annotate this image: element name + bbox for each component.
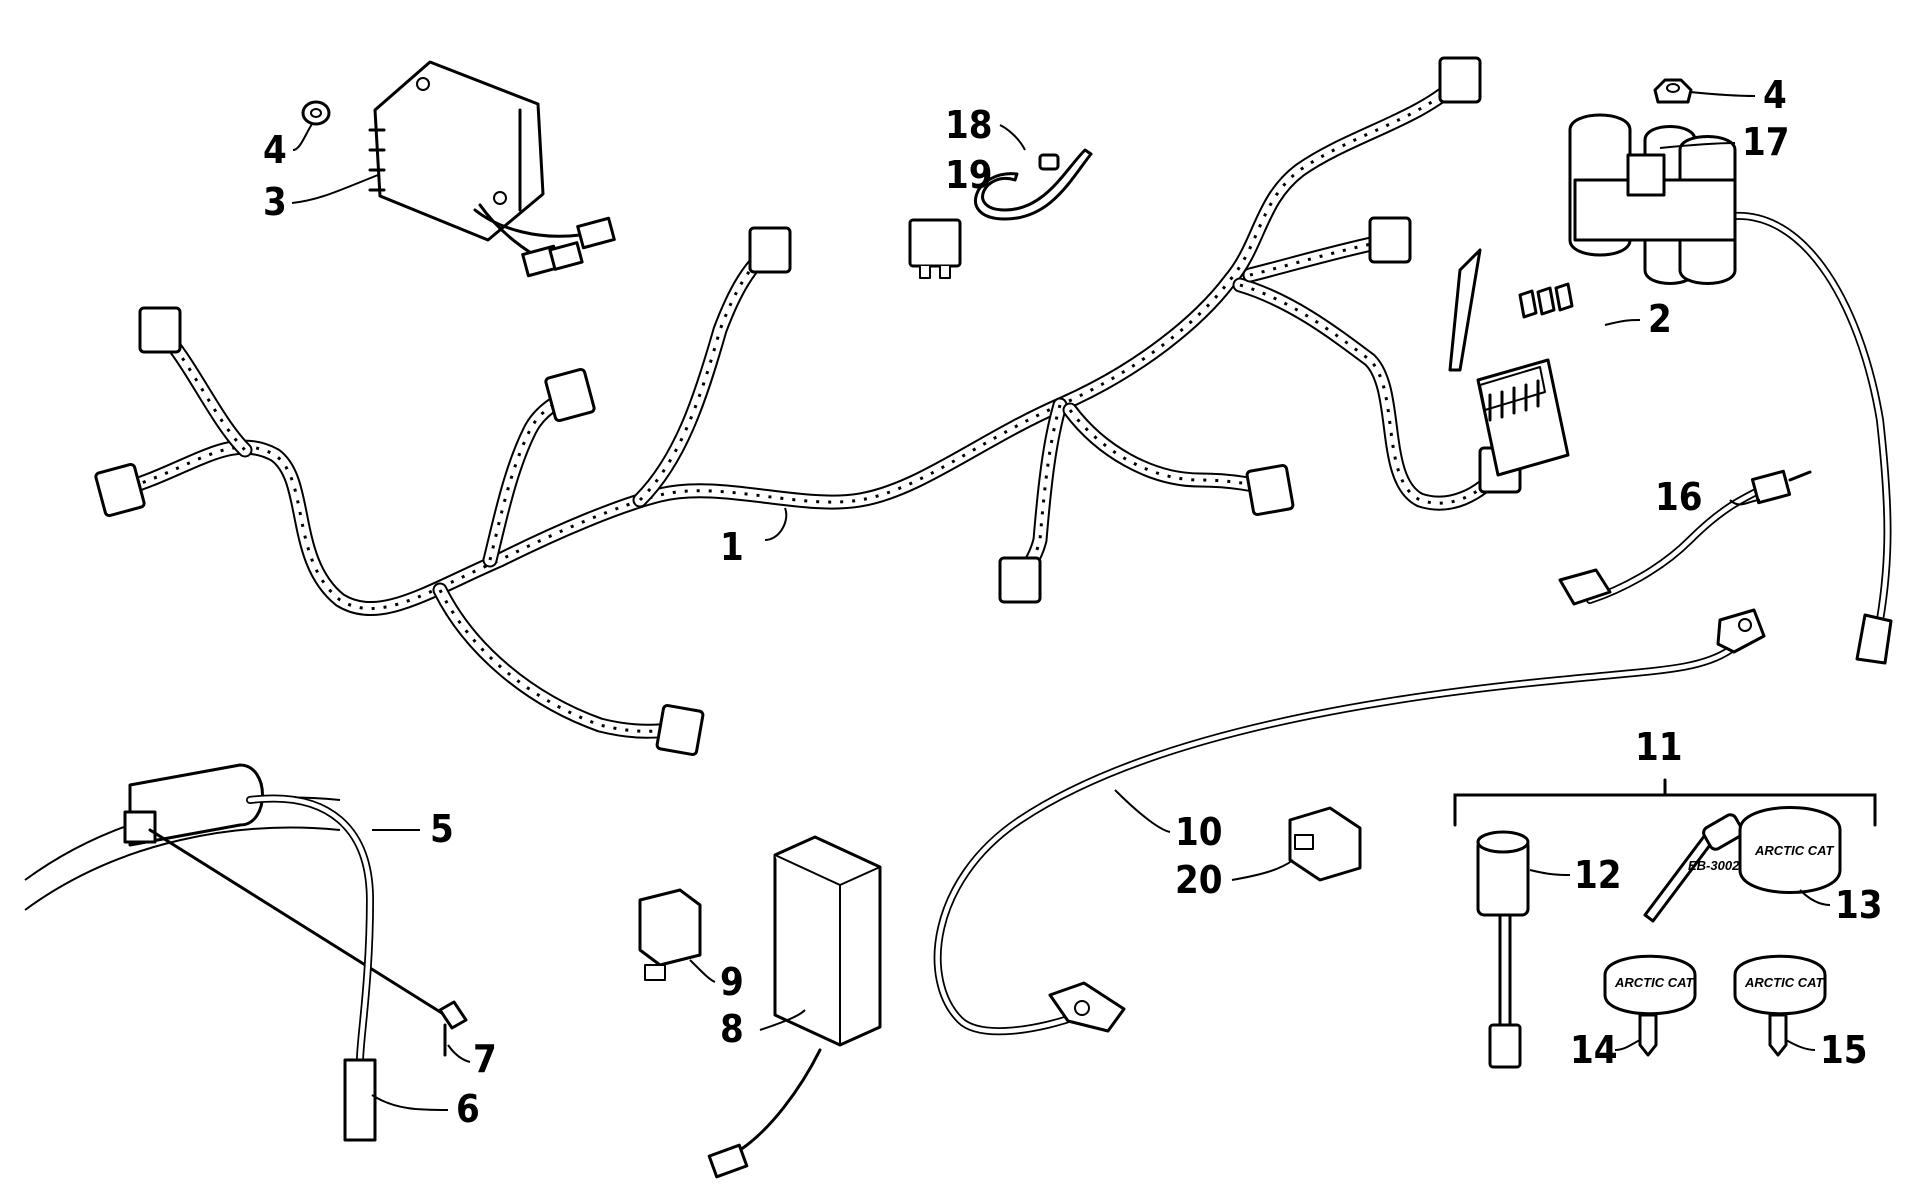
callout-17: 17 bbox=[1742, 120, 1790, 164]
callout-3: 3 bbox=[263, 180, 287, 224]
callout-13: 13 bbox=[1835, 883, 1883, 927]
spare-key-15: ARCTIC CAT bbox=[1733, 954, 1827, 1057]
main-wiring-harness bbox=[94, 56, 1522, 757]
fuse-block bbox=[1448, 248, 1574, 477]
ignition-switch-body bbox=[1476, 830, 1530, 1069]
harness-fill-1 bbox=[114, 74, 1466, 614]
harness-outline-1 bbox=[112, 72, 1468, 616]
harness-connector-8 bbox=[1368, 216, 1412, 264]
battery-cable bbox=[933, 608, 1766, 1036]
ignition-coil-cable bbox=[1716, 212, 1893, 665]
callout-20: 20 bbox=[1175, 858, 1223, 902]
voltage-regulator bbox=[368, 60, 616, 278]
harness-connector-9 bbox=[1438, 56, 1482, 104]
key-14-brand: ARCTIC CAT bbox=[1614, 975, 1695, 990]
harness-fill-3 bbox=[434, 584, 686, 737]
harness-connector-5 bbox=[998, 556, 1042, 604]
flasher-relay bbox=[1288, 806, 1362, 882]
harness-wrap-1 bbox=[119, 78, 1462, 610]
spare-key-14: ARCTIC CAT bbox=[1603, 954, 1697, 1057]
harness-wrap-7 bbox=[1239, 283, 1502, 505]
key-15-brand: ARCTIC CAT bbox=[1744, 975, 1825, 990]
harness-connector-4 bbox=[748, 226, 792, 274]
callout-5: 5 bbox=[430, 807, 454, 851]
harness-connector-6 bbox=[1245, 463, 1295, 517]
callout-4-right: 4 bbox=[1763, 73, 1787, 117]
callout-6: 6 bbox=[456, 1087, 480, 1131]
callout-8: 8 bbox=[720, 1007, 744, 1051]
callout-12: 12 bbox=[1574, 853, 1622, 897]
ignition-key: EB-3002 ARCTIC CAT bbox=[1643, 806, 1842, 923]
key-head-brand: ARCTIC CAT bbox=[1754, 843, 1835, 858]
harness-connector-1 bbox=[94, 462, 146, 518]
callout-19: 19 bbox=[945, 153, 993, 197]
harness-connector-3 bbox=[655, 703, 705, 757]
relay bbox=[908, 218, 962, 279]
harness-wrap-5 bbox=[1018, 404, 1062, 581]
callout-1: 1 bbox=[720, 525, 744, 569]
callout-2: 2 bbox=[1648, 297, 1672, 341]
starter-relay bbox=[638, 888, 702, 981]
harness-connector-2 bbox=[138, 306, 182, 354]
starter-motor-area bbox=[24, 763, 468, 1142]
callout-10: 10 bbox=[1175, 810, 1223, 854]
ignition-coil bbox=[1568, 113, 1737, 285]
callout-layer: 1 2 3 4 4 5 6 7 8 9 10 11 12 bbox=[263, 73, 1883, 1131]
callout-18: 18 bbox=[945, 103, 993, 147]
nut-left bbox=[301, 100, 331, 126]
callout-4-left: 4 bbox=[263, 128, 287, 172]
callout-7: 7 bbox=[473, 1037, 497, 1081]
nut-right bbox=[1653, 78, 1693, 104]
harness-fill-4 bbox=[634, 244, 776, 506]
cable-tie bbox=[974, 148, 1093, 221]
key-blade-text: EB-3002 bbox=[1688, 858, 1740, 873]
callout-16: 16 bbox=[1655, 475, 1703, 519]
callout-15: 15 bbox=[1820, 1028, 1868, 1072]
ignition-switch-set: EB-3002 ARCTIC CAT ARCTIC CAT ARCTIC CAT bbox=[1453, 778, 1877, 1069]
callout-14: 14 bbox=[1570, 1028, 1618, 1072]
harness-connector-10 bbox=[544, 367, 596, 423]
cdi-module bbox=[707, 835, 882, 1179]
callout-9: 9 bbox=[720, 960, 744, 1004]
callout-11: 11 bbox=[1635, 725, 1683, 769]
harness-wrap-2 bbox=[158, 328, 247, 452]
sub-harness bbox=[1558, 469, 1812, 606]
harness-wrap-8 bbox=[1249, 238, 1391, 277]
